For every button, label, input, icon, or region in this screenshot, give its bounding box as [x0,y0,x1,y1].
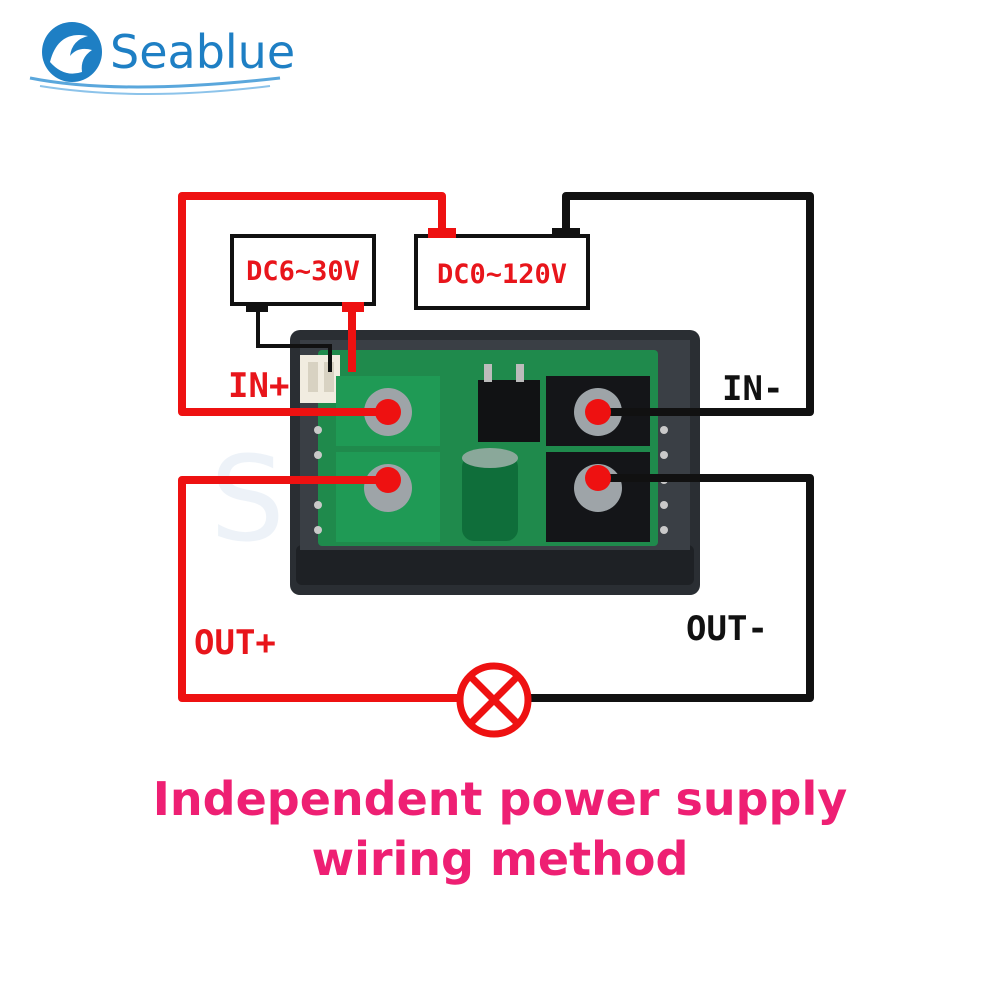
measured-supply-box: DC0~120V [414,234,590,310]
meter-module [290,330,700,595]
capacitor [462,455,518,541]
module-supply-label: DC6~30V [246,256,360,287]
out-minus-wire [528,474,814,702]
module-supply-negative-wire [256,304,332,372]
module-supply-box: DC6~30V [230,234,376,306]
caption-line-1: Independent power supply [153,772,847,826]
terminal-dots [375,399,611,493]
brand-logo: Seablue [29,22,295,95]
in-plus-label: IN+ [228,366,289,406]
measured-supply-label: DC0~120V [437,259,567,290]
out-plus-wire [178,476,460,702]
out-minus-label: OUT- [686,609,768,649]
caption-line-2: wiring method [312,832,689,886]
lamp-load-icon [456,662,532,738]
regulator-chip [478,380,540,442]
in-minus-label: IN- [722,369,783,409]
in-plus-wire [178,192,446,416]
out-plus-label: OUT+ [194,623,276,663]
in-minus-wire [562,192,814,416]
negative-wires [528,192,814,702]
wave-logo-icon [29,22,281,95]
brand-name: Seablue [110,25,295,79]
positive-wires [178,192,460,702]
